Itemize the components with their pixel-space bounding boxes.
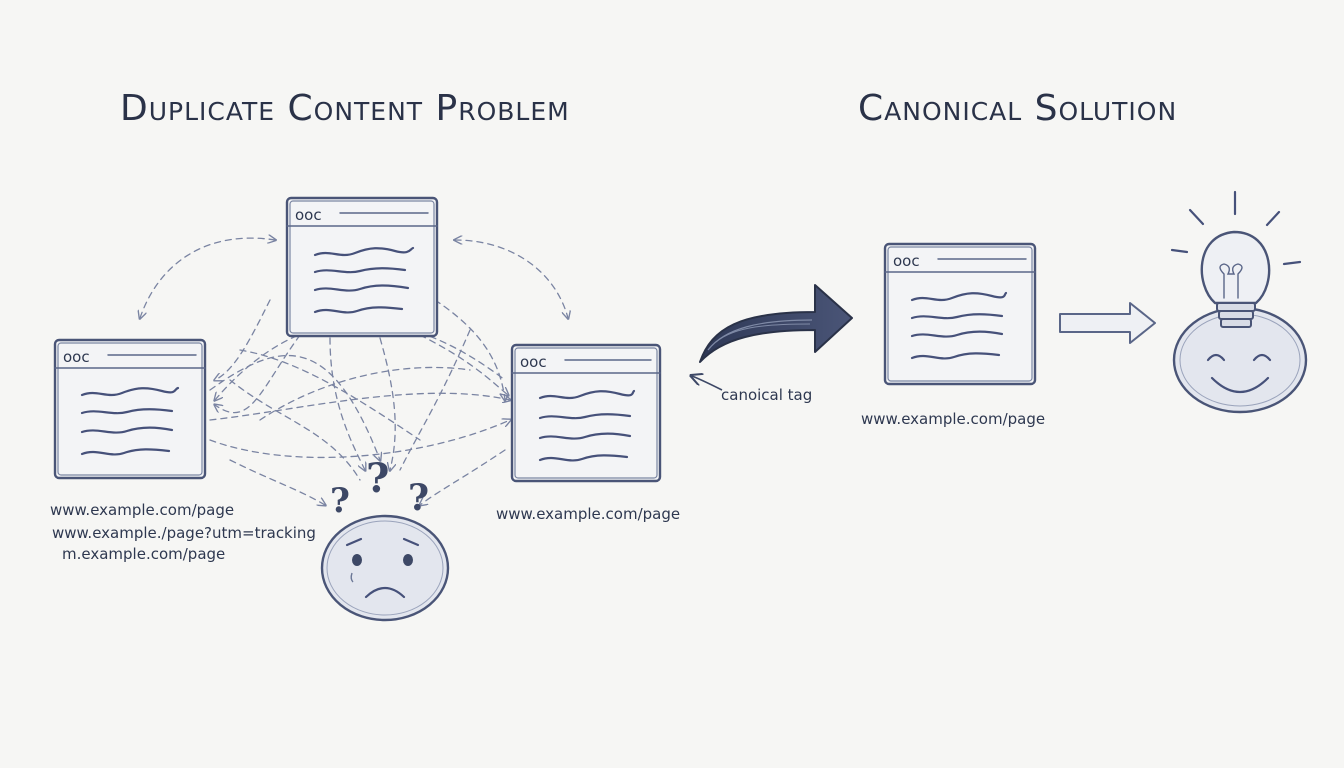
- question-mark: ?: [366, 455, 389, 502]
- question-marks: ? ? ?: [330, 455, 429, 521]
- canonical-url: www.example.com/page: [861, 410, 1045, 428]
- url-item: www.example./page?utm=tracking: [52, 524, 316, 542]
- url-item: www.example.com/page: [50, 501, 234, 519]
- confused-face-icon: [320, 514, 450, 622]
- window-dots: ooc: [63, 348, 90, 366]
- left-title: Duplicate Content Problem: [120, 88, 570, 129]
- pointer-arrow-icon: [692, 376, 723, 391]
- lightbulb-icon: [1170, 190, 1302, 328]
- dashed-connections: [140, 238, 568, 505]
- browser-window-icon: ooc: [510, 343, 662, 483]
- browser-window-icon: ooc: [285, 196, 439, 338]
- question-mark: ?: [330, 481, 350, 521]
- right-title: Canonical Solution: [858, 88, 1177, 129]
- happy-face-icon: [1172, 306, 1308, 414]
- right-arrow-icon: [1059, 302, 1156, 344]
- url-list-left: www.example.com/page www.example./page?u…: [50, 501, 316, 563]
- url-right-duplicate: www.example.com/page: [496, 505, 680, 523]
- window-dots: ooc: [295, 206, 322, 224]
- curved-arrow-icon: [699, 284, 853, 363]
- window-dots: ooc: [893, 252, 920, 270]
- window-dots: ooc: [520, 353, 547, 371]
- browser-window-icon: ooc: [883, 242, 1037, 386]
- question-mark: ?: [408, 477, 429, 519]
- url-item: m.example.com/page: [62, 545, 225, 563]
- canonical-tag-label: canoical tag: [721, 386, 812, 404]
- browser-window-icon: ooc: [53, 338, 207, 480]
